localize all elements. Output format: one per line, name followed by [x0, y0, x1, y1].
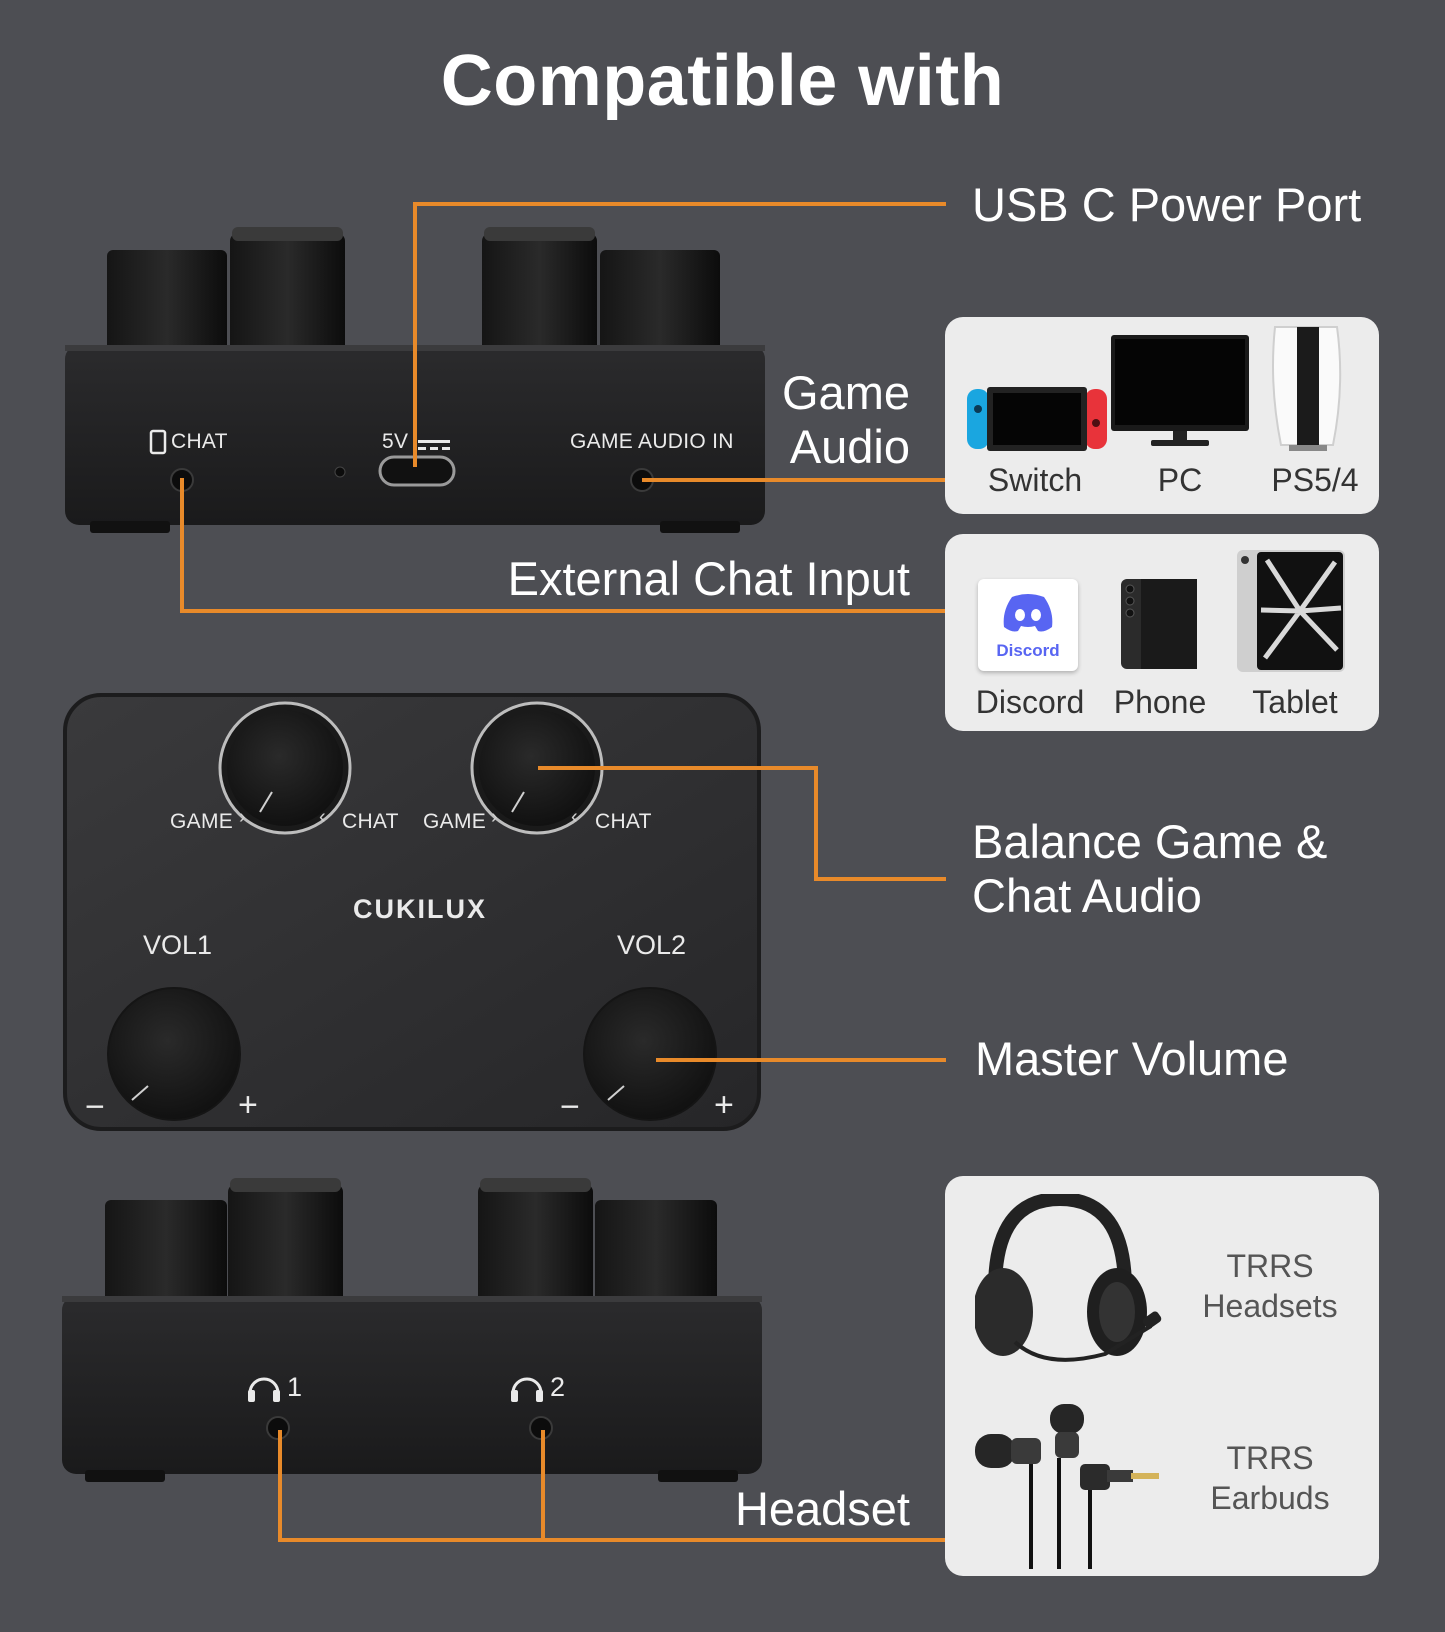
- game-devices-card: Switch PC PS5/4: [945, 317, 1379, 514]
- phone-label: Phone: [1113, 684, 1207, 720]
- external-chat-input-label: External Chat Input: [507, 552, 910, 605]
- game-audio-callout-line: [642, 478, 946, 482]
- balance-callout-line: [538, 766, 818, 770]
- game-audio-label: Game Audio: [782, 366, 910, 473]
- game-audio-in-label: GAME AUDIO IN: [570, 430, 734, 453]
- master-volume-label: Master Volume: [975, 1032, 1289, 1085]
- svg-text:›: ›: [491, 806, 498, 828]
- balance2-chat-label: CHAT: [595, 810, 652, 833]
- power-port-label: 5V: [382, 430, 409, 453]
- headset-port1-label: 1: [287, 1372, 303, 1402]
- balance1-game-label: GAME: [170, 810, 234, 833]
- balance2-game-label: GAME: [423, 810, 487, 833]
- balance-callout-line-end: [814, 877, 946, 881]
- switch-label: Switch: [987, 462, 1083, 498]
- chat-callout-line-vertical: [180, 478, 184, 613]
- headset-callout-line: [278, 1538, 946, 1542]
- chat-callout-line: [180, 609, 946, 613]
- headset-port2-label: 2: [550, 1372, 566, 1402]
- tablet-icon: [1237, 550, 1345, 672]
- switch-icon: [967, 387, 1107, 451]
- headset-label: Headset: [734, 1482, 910, 1535]
- balance-game-chat-label: Balance Game & Chat Audio: [972, 815, 1328, 922]
- ps5-label: PS5/4: [1271, 462, 1359, 498]
- headphones-icon: [975, 1194, 1162, 1362]
- earbuds-icon: [975, 1404, 1159, 1569]
- balance1-chat-label: CHAT: [342, 810, 399, 833]
- discord-logo-icon: [1003, 594, 1053, 632]
- headset-callout-line-vertical-2: [541, 1430, 545, 1542]
- usb-c-callout-line-vertical: [413, 202, 417, 467]
- vol1-label: VOL1: [143, 930, 213, 960]
- tablet-label: Tablet: [1252, 684, 1338, 720]
- pc-label: PC: [1157, 462, 1203, 498]
- vol2-minus-label: −: [560, 1088, 580, 1126]
- headset-devices-card: TRRS Headsets TRRS Earbuds: [945, 1176, 1379, 1576]
- headset-callout-line-vertical-1: [278, 1430, 282, 1542]
- vol1-plus-label: +: [238, 1086, 258, 1124]
- chat-port-label: CHAT: [171, 430, 228, 453]
- discord-logo-text: Discord: [996, 641, 1060, 660]
- trrs-headsets-label: TRRS Headsets: [1202, 1248, 1338, 1324]
- discord-label: Discord: [975, 684, 1085, 720]
- svg-text:‹: ‹: [571, 806, 578, 828]
- ps5-console-icon: [1272, 326, 1342, 451]
- device-front-view: [62, 1178, 762, 1482]
- discord-icon: Discord: [978, 579, 1078, 671]
- chat-devices-card: Discord Discord Phone Tablet: [945, 534, 1379, 731]
- device-top-view: › ‹ › ‹: [63, 693, 761, 1131]
- vol1-minus-label: −: [85, 1088, 105, 1126]
- brand-logo: CUKILUX: [353, 894, 487, 924]
- page-title: Compatible with: [440, 41, 1005, 121]
- pc-monitor-icon: [1111, 335, 1249, 446]
- svg-text:›: ›: [239, 806, 246, 828]
- usb-c-callout-line: [413, 202, 946, 206]
- master-volume-callout-line: [656, 1058, 946, 1062]
- balance-callout-line-vertical: [814, 766, 818, 881]
- phone-icon: [1121, 579, 1197, 669]
- svg-text:‹: ‹: [319, 806, 326, 828]
- vol2-plus-label: +: [714, 1086, 734, 1124]
- trrs-earbuds-label: TRRS Earbuds: [1210, 1440, 1330, 1516]
- usb-c-power-port-label: USB C Power Port: [972, 178, 1362, 231]
- vol2-label: VOL2: [617, 930, 687, 960]
